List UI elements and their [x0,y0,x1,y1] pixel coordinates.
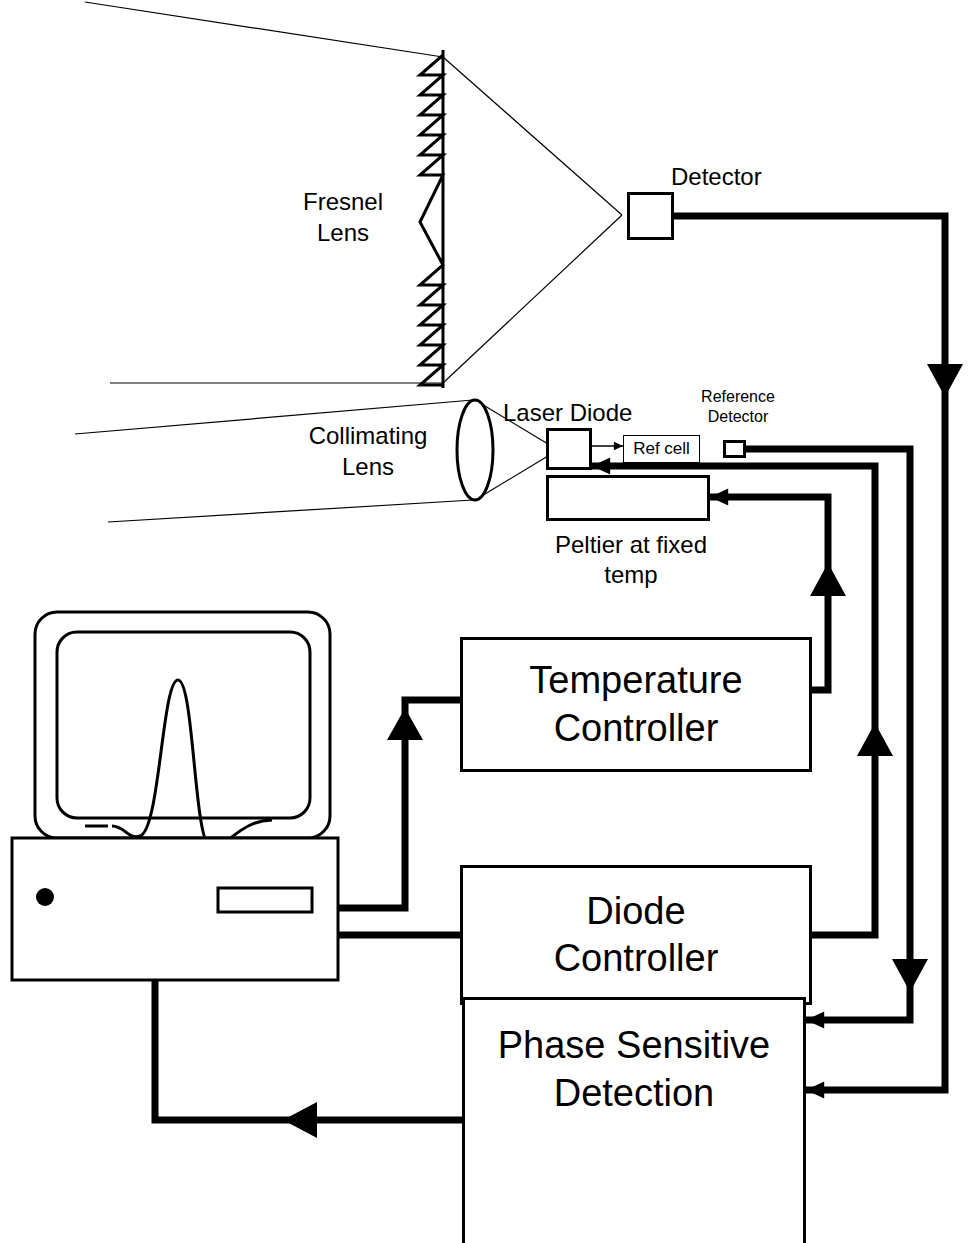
light-ray [110,382,443,383]
control-wire [338,700,460,908]
arrow-head [614,442,623,450]
drive-slot [218,888,312,912]
node-label: Detector [671,162,811,192]
flow-arrow [810,563,846,596]
flow-arrow [892,959,928,992]
signal-waveform [85,680,272,846]
part-label: Fresnel Lens [293,186,393,248]
computer-case [12,838,338,980]
flow-arrow [857,723,893,756]
collimating-lens [457,400,493,500]
control-wire [338,932,460,939]
controller-box: Diode Controller [460,865,812,1005]
arrow-head [592,458,610,475]
peltier-box: Peltier at fixed temp [546,475,710,521]
node-label: Laser Diode [503,398,653,428]
node-label: Peltier at fixed temp [546,530,716,590]
light-ray [443,215,622,383]
node-label: Temperature Controller [486,657,786,752]
monitor [35,612,330,838]
detection-box: Phase Sensitive Detection [462,997,806,1243]
reference-detector-box: Reference Detector [723,440,746,458]
ref-cell-box: Ref cell [623,435,700,463]
controller-box: Temperature Controller [460,637,812,772]
arrow-head [806,1012,824,1029]
fresnel-lens [420,50,443,388]
wire-arrow [283,1102,317,1138]
signal-wire [155,980,462,1120]
light-ray [443,57,622,215]
arrow-head [710,489,728,506]
part-label: Collimating Lens [298,420,438,482]
light-ray [108,500,473,522]
node-label: Diode Controller [511,888,761,983]
detector-box: Detector [627,192,674,240]
node-label: Phase Sensitive Detection [474,1022,794,1117]
power-button [36,888,54,906]
laser-diode-box: Laser Diode [546,428,592,470]
monitor-screen [57,632,310,818]
light-ray [85,2,443,57]
flow-arrow [927,364,963,397]
node-label: Ref cell [633,438,690,459]
wire-arrow [387,708,423,740]
node-label: Reference Detector [673,387,803,427]
arrow-head [806,1082,824,1099]
connector [592,442,623,450]
